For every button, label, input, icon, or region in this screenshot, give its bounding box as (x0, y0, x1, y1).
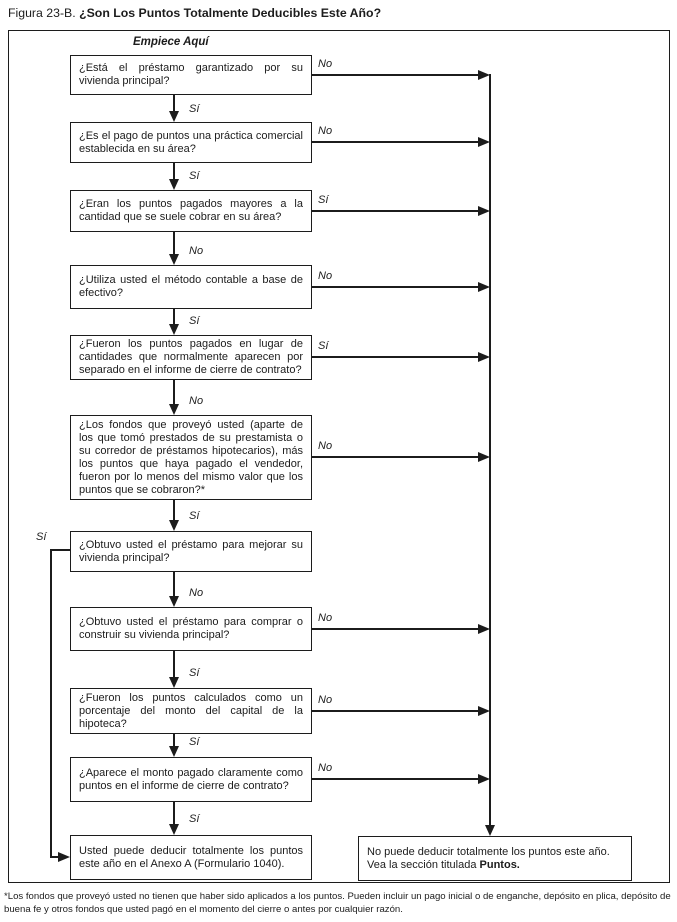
branch-label: No (318, 762, 333, 774)
connector-line (173, 802, 175, 826)
branch-line (311, 628, 478, 630)
result-line-2-prefix: Vea la sección titulada (367, 858, 480, 871)
arrowhead-down-icon (169, 677, 179, 688)
branch-line (311, 141, 478, 143)
arrowhead-down-icon (169, 324, 179, 335)
collector-line (489, 74, 491, 825)
connector-line (173, 500, 175, 522)
branch-label: Sí (189, 736, 200, 748)
connector-line (173, 309, 175, 326)
arrowhead-down-icon (169, 179, 179, 190)
branch-line (311, 710, 478, 712)
question-text: ¿Está el préstamo garantizado por su viv… (79, 62, 303, 87)
left-branch-line (50, 549, 52, 858)
branch-label: Sí (318, 194, 329, 206)
arrowhead-down-icon (169, 254, 179, 265)
branch-label: No (189, 587, 204, 599)
question-text: ¿Obtuvo usted el préstamo para mejorar s… (79, 538, 303, 564)
connector-line (173, 572, 175, 598)
question-text: ¿Es el pago de puntos una práctica comer… (79, 129, 303, 155)
arrowhead-down-icon (485, 825, 495, 836)
figure-number: Figura 23-B. (8, 6, 76, 20)
branch-label: No (318, 58, 333, 70)
branch-label: Sí (318, 340, 329, 352)
branch-label: No (189, 245, 204, 257)
branch-label: No (189, 395, 204, 407)
arrowhead-right-icon (478, 137, 490, 147)
question-box-9: ¿Fueron los puntos calculados como un po… (70, 688, 312, 734)
question-text: ¿Eran los puntos pagados mayores a la ca… (79, 198, 303, 223)
branch-line (311, 286, 478, 288)
flowchart-border (8, 30, 670, 883)
branch-line (311, 778, 478, 780)
arrowhead-down-icon (169, 404, 179, 415)
arrowhead-right-icon (478, 352, 490, 362)
question-box-4: ¿Utiliza usted el método contable a base… (70, 265, 312, 309)
branch-line (311, 74, 478, 76)
figure-title-text: ¿Son Los Puntos Totalmente Deducibles Es… (79, 6, 382, 20)
branch-label: Sí (189, 510, 200, 522)
question-box-1: ¿Está el préstamo garantizado por su viv… (70, 55, 312, 95)
left-branch-line (51, 856, 59, 858)
arrowhead-right-icon (58, 852, 70, 862)
footnote-text: *Los fondos que proveyó usted no tienen … (4, 891, 671, 915)
question-text: ¿Los fondos que proveyó usted (aparte de… (79, 418, 303, 496)
arrowhead-down-icon (169, 520, 179, 531)
arrowhead-right-icon (478, 70, 490, 80)
connector-line (173, 651, 175, 679)
question-box-6: ¿Los fondos que proveyó usted (aparte de… (70, 415, 312, 500)
arrowhead-right-icon (478, 452, 490, 462)
branch-label: No (318, 440, 333, 452)
question-text: ¿Utiliza usted el método contable a base… (79, 274, 303, 299)
question-box-3: ¿Eran los puntos pagados mayores a la ca… (70, 190, 312, 232)
arrowhead-down-icon (169, 824, 179, 835)
branch-label: Sí (189, 170, 200, 182)
question-box-8: ¿Obtuvo usted el préstamo para comprar o… (70, 607, 312, 651)
arrowhead-right-icon (478, 774, 490, 784)
result-line-2: Vea la sección titulada Puntos. (367, 859, 623, 872)
arrowhead-down-icon (169, 746, 179, 757)
question-box-2: ¿Es el pago de puntos una práctica comer… (70, 122, 312, 163)
result-line-1: No puede deducir totalmente los puntos e… (367, 845, 610, 858)
branch-label: Sí (36, 531, 47, 543)
branch-label: No (318, 270, 333, 282)
start-here-label: Empiece Aquí (133, 36, 209, 48)
left-branch-line (51, 549, 70, 551)
question-box-10: ¿Aparece el monto pagado claramente como… (70, 757, 312, 802)
branch-label: No (318, 125, 333, 137)
result-box-deductible: Usted puede deducir totalmente los punto… (70, 835, 312, 880)
result-text: No puede deducir totalmente los puntos e… (367, 846, 623, 872)
question-text: ¿Obtuvo usted el préstamo para comprar o… (79, 616, 303, 641)
arrowhead-down-icon (169, 596, 179, 607)
connector-line (173, 95, 175, 113)
arrowhead-right-icon (478, 706, 490, 716)
arrowhead-down-icon (169, 111, 179, 122)
branch-line (311, 210, 478, 212)
branch-label: Sí (189, 667, 200, 679)
arrowhead-right-icon (478, 282, 490, 292)
question-text: ¿Fueron los puntos calculados como un po… (79, 691, 303, 730)
question-box-5: ¿Fueron los puntos pagados en lugar de c… (70, 335, 312, 380)
figure-title: Figura 23-B. ¿Son Los Puntos Totalmente … (8, 6, 381, 20)
result-box-not-deductible: No puede deducir totalmente los puntos e… (358, 836, 632, 881)
branch-label: Sí (189, 315, 200, 327)
result-text: Usted puede deducir totalmente los punto… (79, 844, 303, 870)
branch-label: No (318, 694, 333, 706)
connector-line (173, 734, 175, 748)
connector-line (173, 232, 175, 256)
connector-line (173, 163, 175, 181)
result-line-2-bold: Puntos. (479, 858, 520, 871)
arrowhead-right-icon (478, 206, 490, 216)
branch-label: Sí (189, 103, 200, 115)
branch-line (311, 456, 478, 458)
branch-label: No (318, 612, 333, 624)
arrowhead-right-icon (478, 624, 490, 634)
branch-label: Sí (189, 813, 200, 825)
question-text: ¿Fueron los puntos pagados en lugar de c… (79, 338, 303, 376)
branch-line (311, 356, 478, 358)
connector-line (173, 380, 175, 406)
question-box-7: ¿Obtuvo usted el préstamo para mejorar s… (70, 531, 312, 572)
question-text: ¿Aparece el monto pagado claramente como… (79, 766, 303, 792)
